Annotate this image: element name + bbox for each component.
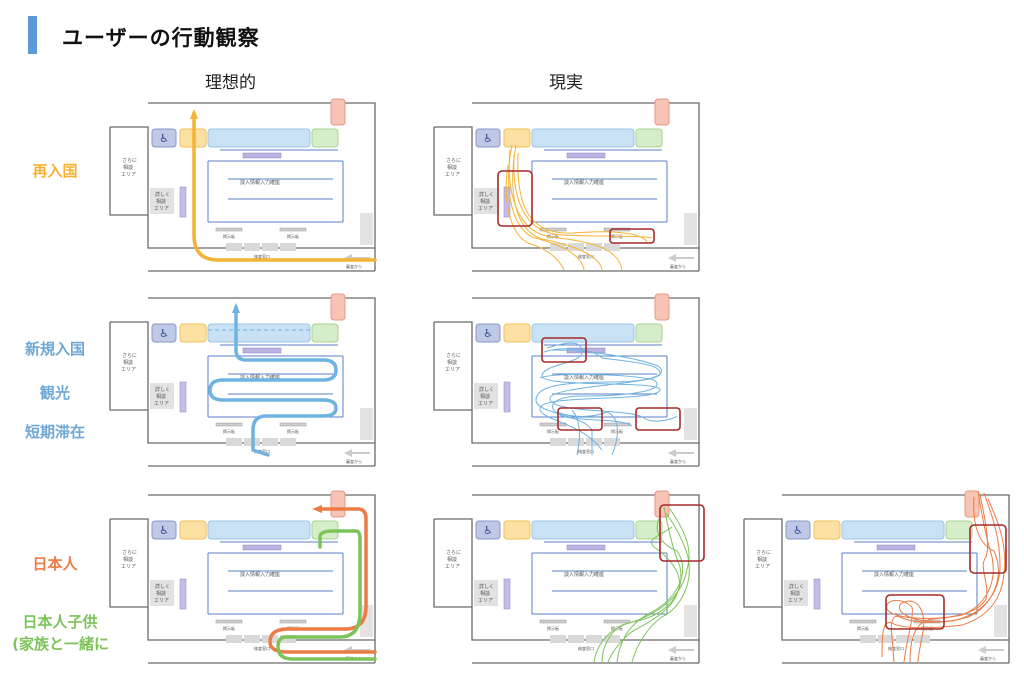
column-heading-ideal: 理想的 (205, 73, 256, 93)
floorplan-new-entry-ideal (107, 289, 379, 471)
floorplan-reentry-reality (431, 94, 703, 276)
category-japanese: 日本人 (32, 555, 78, 573)
floorplan-japanese-ideal (107, 486, 379, 668)
category-new-entry: 新規入国 (24, 340, 85, 358)
category-reentry: 再入国 (32, 162, 78, 180)
column-heading-reality: 現実 (549, 73, 583, 93)
category-sightseeing: 観光 (39, 384, 70, 402)
title-accent-bar (28, 16, 37, 54)
page-title: ユーザーの行動観察 (62, 26, 260, 50)
category-short-stay: 短期滞在 (24, 423, 85, 441)
floorplan-new-entry-reality (431, 289, 703, 471)
floorplan-japanese-reality (741, 486, 1013, 668)
category-japanese-child-note: (家族と一緒に) (12, 635, 116, 653)
floorplan-reentry-ideal (107, 94, 379, 276)
floorplan-japanese-child-reality (431, 486, 705, 668)
category-japanese-child: 日本人子供 (22, 613, 98, 631)
